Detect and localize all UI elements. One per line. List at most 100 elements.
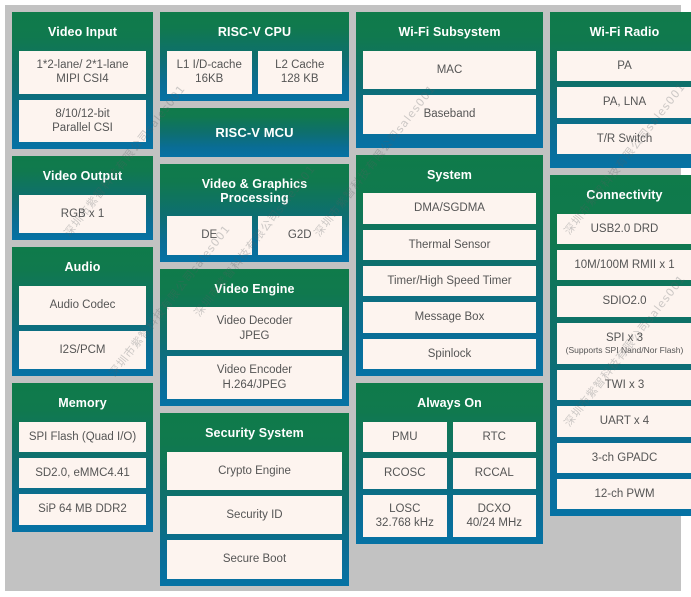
cell-message-box[interactable]: Message Box [363, 302, 536, 333]
cell-tr-switch[interactable]: T/R Switch [557, 123, 691, 154]
cell-security-id[interactable]: Security ID [167, 496, 342, 535]
block-title-video-engine: Video Engine [214, 281, 295, 296]
cell-pa-lna[interactable]: PA, LNA [557, 87, 691, 118]
cell-line2: 128 KB [280, 73, 319, 86]
cell-rtc[interactable]: RTC [452, 421, 536, 453]
cell-sdio20[interactable]: SDIO2.0 [557, 286, 691, 317]
block-video-output[interactable]: Video Output RGB x 1 [12, 156, 153, 241]
cell-line1: TWI x 3 [604, 378, 645, 391]
block-title-system: System [426, 167, 473, 182]
cell-uart-x4[interactable]: UART x 4 [557, 406, 691, 437]
cell-g2d[interactable]: G2D [257, 216, 342, 255]
cell-line1: USB2.0 DRD [590, 222, 659, 235]
cell-mipi-csi4[interactable]: 1*2-lane/ 2*1-lane MIPI CSI4 [19, 50, 146, 94]
cell-line1: LOSC [389, 502, 421, 515]
block-title-riscv-cpu: RISC-V CPU [217, 25, 292, 39]
cell-i2s-pcm[interactable]: I2S/PCM [19, 330, 146, 369]
cell-sd-emmc[interactable]: SD2.0, eMMC4.41 [19, 458, 146, 489]
cell-baseband[interactable]: Baseband [363, 95, 536, 134]
cell-line2: 40/24 MHz [466, 517, 523, 529]
cell-rgb-x1[interactable]: RGB x 1 [19, 195, 146, 234]
block-audio[interactable]: Audio Audio Codec I2S/PCM [12, 247, 153, 376]
cell-parallel-csi[interactable]: 8/10/12-bit Parallel CSI [19, 99, 146, 143]
block-title-video-input: Video Input [48, 25, 117, 39]
cell-pa[interactable]: PA [557, 50, 691, 82]
block-security-system[interactable]: Security System Crypto Engine Security I… [160, 412, 349, 586]
cell-losc[interactable]: LOSC 32.768 kHz [363, 494, 447, 538]
cell-line1: Timer/High Speed Timer [387, 275, 512, 287]
cell-mac[interactable]: MAC [363, 50, 536, 90]
cell-video-decoder[interactable]: Video Decoder JPEG [167, 307, 342, 351]
cell-line1: MAC [436, 63, 463, 76]
cell-line1: Video Decoder [216, 315, 293, 328]
cell-spinlock[interactable]: Spinlock [363, 338, 536, 370]
block-memory[interactable]: Memory SPI Flash (Quad I/O) SD2.0, eMMC4… [12, 382, 153, 532]
cell-rmii[interactable]: 10M/100M RMII x 1 [557, 250, 691, 281]
block-riscv-cpu[interactable]: RISC-V CPU L1 I/D-cache 16KB L2 Cache 12… [160, 12, 349, 101]
vgp-row: DE G2D [167, 216, 342, 255]
cell-line1: PA [617, 59, 632, 72]
cell-usb20-drd[interactable]: USB2.0 DRD [557, 213, 691, 244]
cell-line1: RGB x 1 [60, 208, 105, 220]
column-1: Video Input 1*2-lane/ 2*1-lane MIPI CSI4… [12, 12, 153, 586]
cell-line1: Spinlock [427, 347, 472, 360]
cell-line1: PA, LNA [602, 96, 647, 109]
block-video-graphics-processing[interactable]: Video & Graphics Processing DE G2D [160, 163, 349, 262]
cell-line1: Crypto Engine [218, 464, 291, 477]
block-system[interactable]: System DMA/SGDMA Thermal Sensor Timer/Hi… [356, 154, 543, 377]
column-2: RISC-V CPU L1 I/D-cache 16KB L2 Cache 12… [160, 12, 349, 586]
cell-line1: Audio Codec [49, 299, 116, 312]
cell-line1: 12-ch PWM [594, 488, 655, 501]
cell-pwm[interactable]: 12-ch PWM [557, 479, 691, 510]
cell-rccal[interactable]: RCCAL [452, 458, 536, 489]
cell-thermal-sensor[interactable]: Thermal Sensor [363, 229, 536, 260]
block-riscv-mcu[interactable]: RISC-V MCU [160, 107, 349, 157]
cell-pmu[interactable]: PMU [363, 421, 447, 453]
cell-sip-ddr2[interactable]: SiP 64 MB DDR2 [19, 494, 146, 525]
block-title-wifi-radio: Wi-Fi Radio [589, 25, 660, 39]
cell-l2-cache[interactable]: L2 Cache 128 KB [257, 50, 342, 94]
diagram-grid: Video Input 1*2-lane/ 2*1-lane MIPI CSI4… [5, 5, 691, 591]
cell-crypto-engine[interactable]: Crypto Engine [167, 451, 342, 491]
block-title-wifi-subsystem: Wi-Fi Subsystem [398, 25, 501, 39]
cell-l1-cache[interactable]: L1 I/D-cache 16KB [167, 50, 252, 94]
cell-line1: Secure Boot [222, 553, 287, 566]
cell-secure-boot[interactable]: Secure Boot [167, 540, 342, 579]
cell-dcxo[interactable]: DCXO 40/24 MHz [452, 494, 536, 538]
cell-dma-sgdma[interactable]: DMA/SGDMA [363, 193, 536, 224]
cell-line1: G2D [287, 229, 312, 242]
column-4: Wi-Fi Radio PA PA, LNA T/R Switch Connec… [550, 12, 691, 586]
always-on-row-1: PMU RTC [363, 421, 536, 453]
cell-line1: SDIO2.0 [602, 295, 647, 308]
cell-twi-x3[interactable]: TWI x 3 [557, 369, 691, 401]
cell-line1: Thermal Sensor [408, 238, 491, 251]
cell-video-encoder[interactable]: Video Encoder H.264/JPEG [167, 356, 342, 399]
block-title-memory: Memory [58, 395, 107, 410]
cell-rcosc[interactable]: RCOSC [363, 458, 447, 489]
cell-gpadc[interactable]: 3-ch GPADC [557, 442, 691, 474]
cell-line1: RCCAL [474, 467, 514, 480]
cell-subtext: (Supports SPI Nand/Nor Flash) [565, 345, 684, 356]
cell-line1: RCOSC [383, 467, 426, 480]
block-video-engine[interactable]: Video Engine Video Decoder JPEG Video En… [160, 268, 349, 406]
cell-line1: SiP 64 MB DDR2 [38, 503, 127, 516]
cell-line1: L1 I/D-cache [176, 58, 242, 71]
cell-line2: 32.768 kHz [375, 517, 434, 529]
block-connectivity[interactable]: Connectivity USB2.0 DRD 10M/100M RMII x … [550, 174, 691, 517]
block-always-on[interactable]: Always On PMU RTC RCOSC RCCAL [356, 383, 543, 545]
cell-spi-flash[interactable]: SPI Flash (Quad I/O) [19, 421, 146, 452]
block-title-security-system: Security System [205, 425, 304, 440]
block-title-video-output: Video Output [42, 169, 123, 184]
cell-de[interactable]: DE [167, 216, 252, 255]
cell-line1: DE [201, 229, 218, 242]
cell-spi-x3[interactable]: SPI x 3 (Supports SPI Nand/Nor Flash) [557, 322, 691, 364]
cell-line1: SPI x 3 [605, 331, 644, 344]
cell-audio-codec[interactable]: Audio Codec [19, 286, 146, 325]
block-wifi-subsystem[interactable]: Wi-Fi Subsystem MAC Baseband [356, 12, 543, 148]
riscv-cpu-cache-row: L1 I/D-cache 16KB L2 Cache 128 KB [167, 50, 342, 94]
cell-line1: Message Box [414, 311, 485, 324]
cell-timer[interactable]: Timer/High Speed Timer [363, 266, 536, 297]
cell-line1: 8/10/12-bit [55, 107, 110, 120]
block-wifi-radio[interactable]: Wi-Fi Radio PA PA, LNA T/R Switch [550, 12, 691, 168]
block-video-input[interactable]: Video Input 1*2-lane/ 2*1-lane MIPI CSI4… [12, 12, 153, 150]
